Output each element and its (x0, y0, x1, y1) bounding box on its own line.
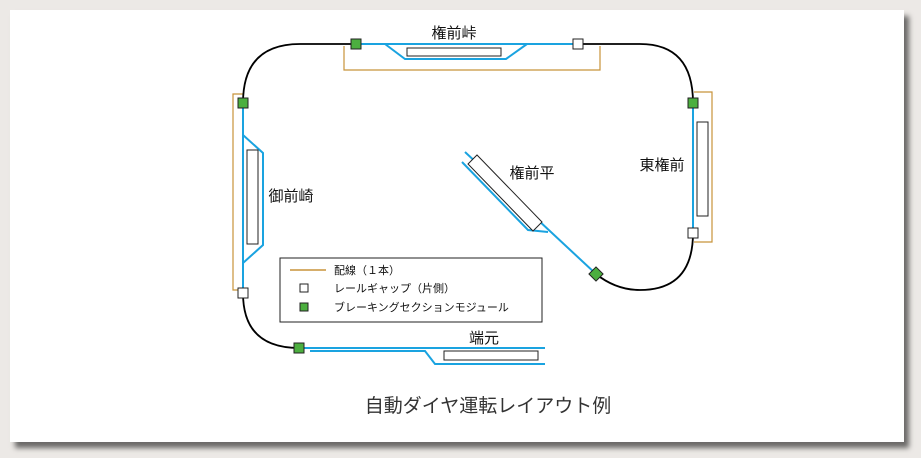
braking-module-marker (293, 342, 305, 354)
braking-module-marker (350, 38, 362, 50)
braking-module-marker (687, 97, 699, 109)
diagram-caption: 自動ダイヤ運転レイアウト例 (365, 395, 611, 417)
layout-card (10, 10, 904, 442)
legend: 配線（１本） レールギャップ（片側） ブレーキングセクションモジュール (279, 257, 543, 323)
section-bottom-siding (310, 350, 545, 365)
wiring-left (232, 93, 243, 291)
legend-rail-gap-swatch (299, 283, 309, 293)
platform-center (467, 154, 543, 232)
station-label-center: 権前平 (509, 164, 554, 182)
legend-braking-module-swatch (299, 302, 309, 312)
platforms (246, 47, 709, 361)
braking-module-marker (237, 97, 249, 109)
legend-box (279, 257, 543, 323)
station-label-bottom: 端元 (469, 329, 499, 347)
platform-left (246, 149, 259, 245)
wiring-top (343, 46, 601, 71)
blue-sections (242, 43, 694, 365)
legend-braking-module-label: ブレーキングセクションモジュール (334, 300, 509, 314)
braking-modules (237, 38, 699, 354)
legend-rail-gap-label: レールギャップ（片側） (334, 282, 455, 295)
platform-right (696, 121, 709, 217)
track-right-bottom-curve (595, 232, 694, 291)
section-top-siding (384, 43, 528, 60)
wiring-right (694, 91, 713, 243)
rail-gap-marker (237, 287, 249, 299)
legend-wiring-label: 配線（１本） (334, 263, 400, 277)
section-left-siding (242, 134, 264, 264)
platform-bottom (443, 350, 539, 361)
rail-gap-marker (687, 227, 699, 239)
rail-gap-marker (572, 38, 584, 50)
track-bottom-left-curve (242, 292, 300, 349)
main-track (242, 43, 694, 349)
track-top-right-curve (578, 43, 694, 104)
track-top-left-curve (242, 43, 356, 104)
section-center-siding (461, 161, 549, 233)
station-label-top: 権前峠 (431, 24, 476, 42)
station-label-left: 御前崎 (268, 187, 313, 205)
platform-top (406, 47, 502, 57)
braking-module-marker (588, 266, 604, 282)
rail-gaps (237, 38, 699, 299)
station-label-right: 東権前 (639, 156, 684, 174)
